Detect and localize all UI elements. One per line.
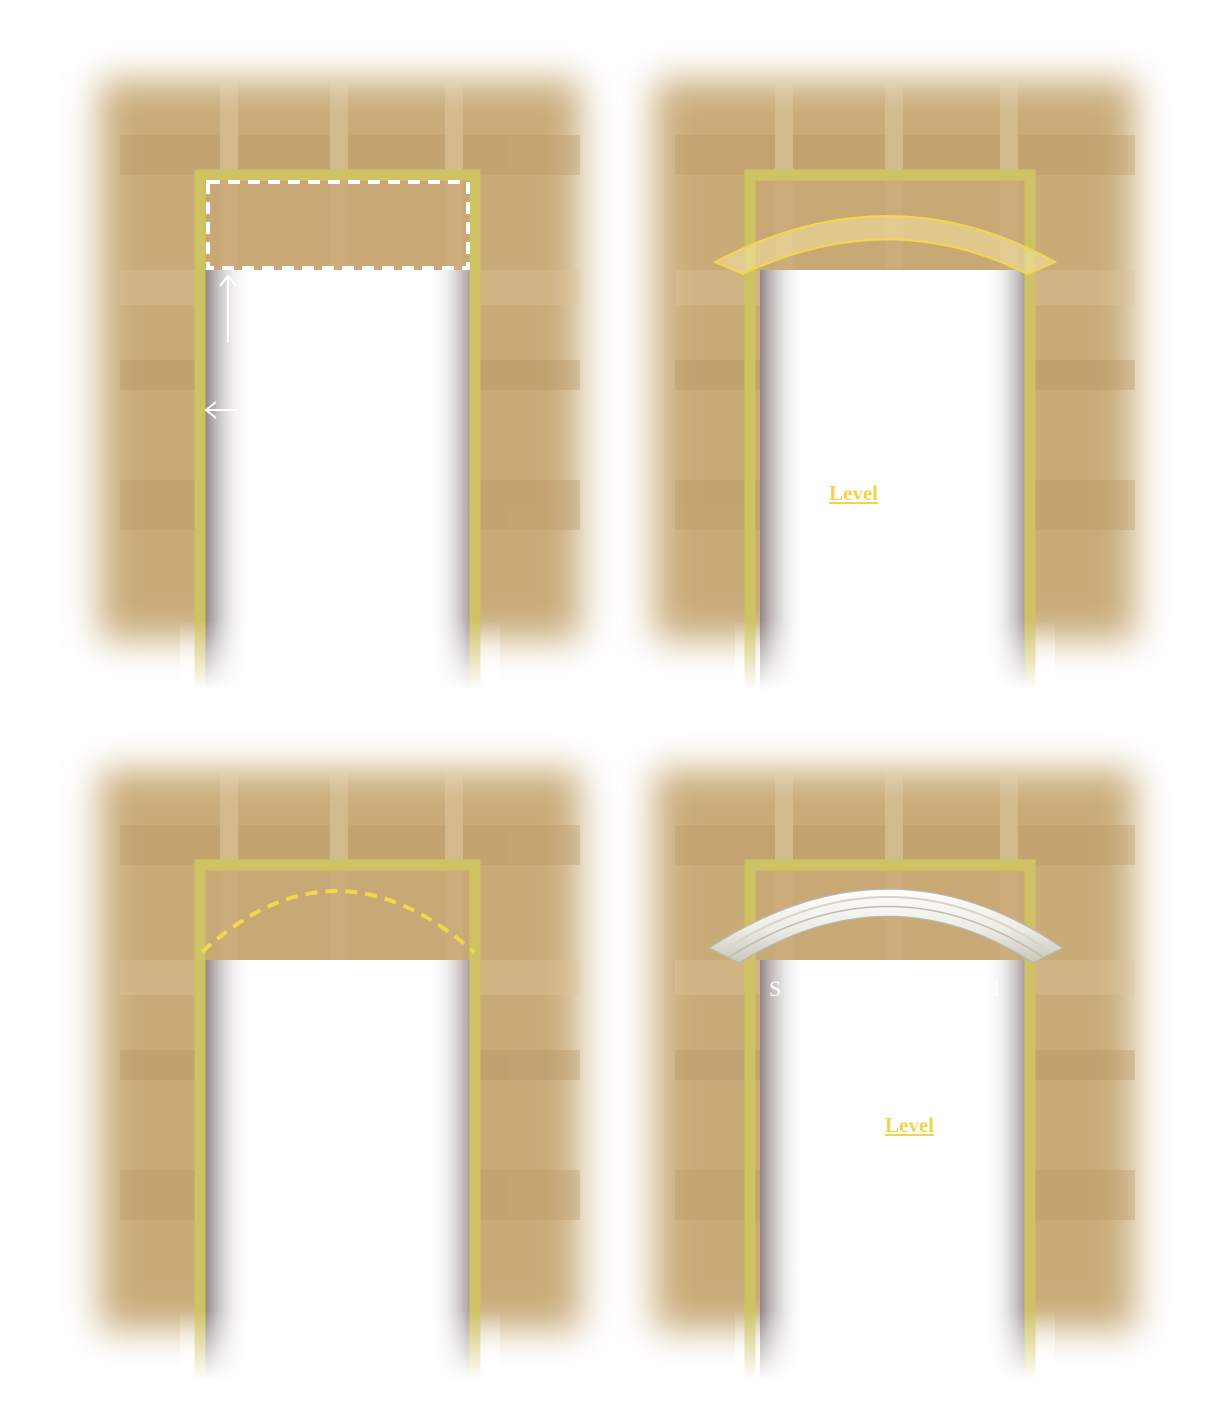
level-link[interactable]: Level [829,481,878,505]
header-area [195,170,480,270]
door-frame [744,859,1036,1380]
arch-molding [707,888,1065,964]
traced-arc [200,889,476,954]
arrow-up-icon [219,274,237,342]
bottom-fade [735,620,1055,690]
panel-measure-header [60,40,620,690]
doorway-scene [100,80,580,690]
bottom-fade [180,1310,500,1380]
panel-install-molding: S d Level [615,730,1175,1380]
panel-trace-arc [60,730,620,1380]
doorway-scene [100,770,580,1380]
header-area [195,860,480,960]
arch-piece-outline [712,215,1058,276]
bottom-fade [735,1310,1055,1380]
bottom-fade [180,620,500,690]
measure-outline [206,180,470,270]
door-frame [194,169,481,690]
caption-right: d [988,976,999,1001]
level-link[interactable]: Level [885,1113,934,1137]
panel-position-arch: Level [615,40,1175,690]
door-frame [194,859,481,1380]
doorway-scene [655,770,1135,1380]
door-frame [744,169,1036,690]
caption-left: S [769,976,782,1001]
doorway-scene [655,80,1135,690]
arrow-left-icon [204,401,238,419]
